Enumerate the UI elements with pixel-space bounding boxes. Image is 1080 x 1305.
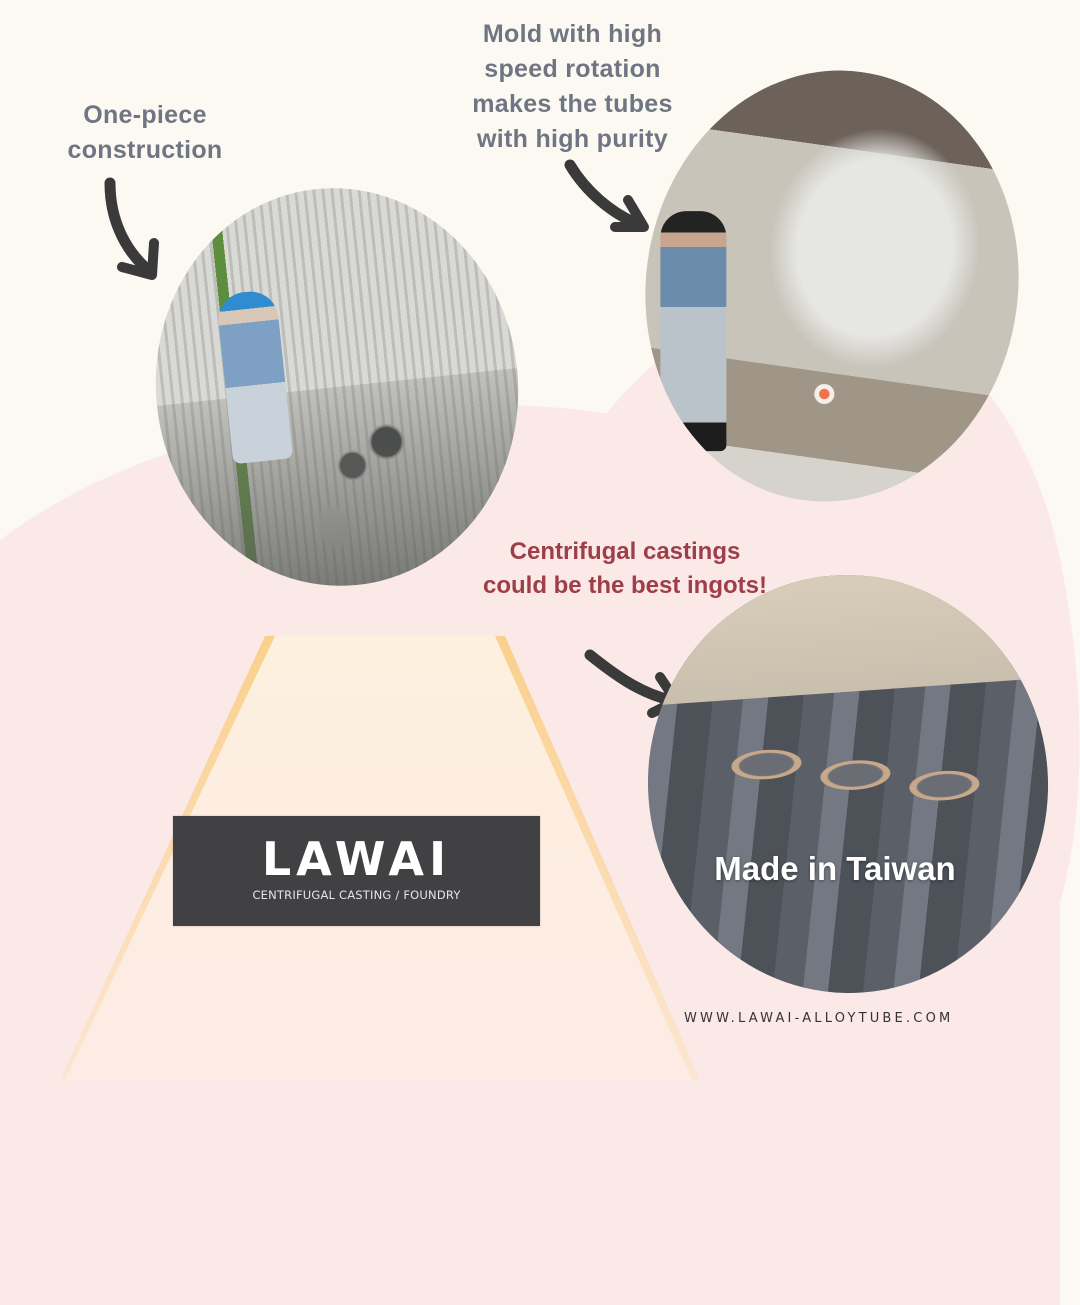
website-url[interactable]: WWW.LAWAI-ALLOYTUBE.COM (684, 1011, 954, 1026)
caption-line: makes the tubes (472, 90, 673, 118)
caption-mold-rotation: Mold with high speed rotation makes the … (450, 17, 695, 157)
caption-line: with high purity (477, 125, 668, 153)
logo-wordmark: LAWAI (261, 832, 452, 886)
lawai-logo: LAWAI CENTRIFUGAL CASTING / FOUNDRY (173, 816, 540, 926)
caption-line: Centrifugal castings (509, 538, 741, 565)
worker-figure (660, 211, 727, 452)
caption-line: One-piece (83, 101, 207, 129)
caption-one-piece: One-piece construction (55, 98, 235, 168)
caption-line: speed rotation (484, 55, 661, 83)
curved-arrow-icon (104, 177, 159, 280)
logo-tagline: CENTRIFUGAL CASTING / FOUNDRY (252, 888, 461, 902)
curved-arrow-icon (564, 159, 649, 232)
caption-line: Mold with high (482, 20, 663, 48)
caption-line: construction (67, 136, 223, 164)
made-in-taiwan-label: Made in Taiwan (714, 850, 956, 887)
worker-figure (215, 288, 294, 465)
